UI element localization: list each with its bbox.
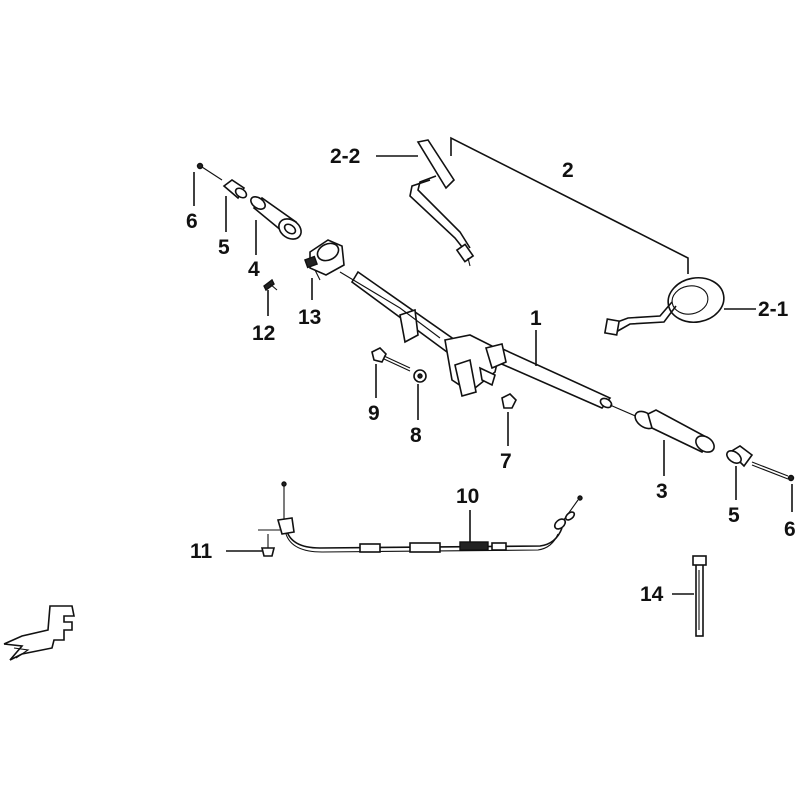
label-part-6-left: 6 <box>186 210 198 233</box>
handlebar <box>339 270 641 419</box>
right-bar-end-screw <box>751 461 795 482</box>
label-part-4: 4 <box>248 258 260 281</box>
cable <box>258 481 583 553</box>
label-part-10: 10 <box>456 485 479 508</box>
label-part-8: 8 <box>410 424 422 447</box>
label-part-13: 13 <box>298 306 321 329</box>
left-grip <box>250 196 302 240</box>
label-part-7: 7 <box>500 450 512 473</box>
part-labels: 2-2 2 2-1 1 6 5 4 12 13 9 8 7 3 5 6 10 1… <box>186 145 796 606</box>
leader-lines <box>193 136 793 595</box>
left-bar-end-weight <box>222 179 248 200</box>
front-direction-marker: F <box>3 605 75 661</box>
cable-screw <box>260 534 276 557</box>
label-part-11: 11 <box>190 540 213 563</box>
label-part-6-right: 6 <box>784 518 796 541</box>
right-bar-end-weight <box>726 445 754 468</box>
cable-tie <box>692 555 707 637</box>
label-part-2-1: 2-1 <box>758 298 789 321</box>
small-screw <box>263 278 278 292</box>
switch-housing <box>304 239 345 281</box>
label-part-14: 14 <box>640 583 664 606</box>
left-mirror <box>409 139 475 267</box>
right-mirror <box>603 276 725 336</box>
label-part-2-2: 2-2 <box>330 145 360 168</box>
right-grip <box>634 409 715 454</box>
label-part-5-right: 5 <box>728 504 740 527</box>
label-part-2: 2 <box>562 159 574 182</box>
left-bar-end-screw <box>196 162 223 181</box>
label-part-3: 3 <box>656 480 668 503</box>
label-part-12: 12 <box>252 322 275 345</box>
nut <box>501 393 517 409</box>
bolt <box>371 347 411 372</box>
label-part-1: 1 <box>530 307 542 330</box>
collar <box>413 369 427 383</box>
label-part-5-left: 5 <box>218 236 230 259</box>
label-part-9: 9 <box>368 402 380 425</box>
